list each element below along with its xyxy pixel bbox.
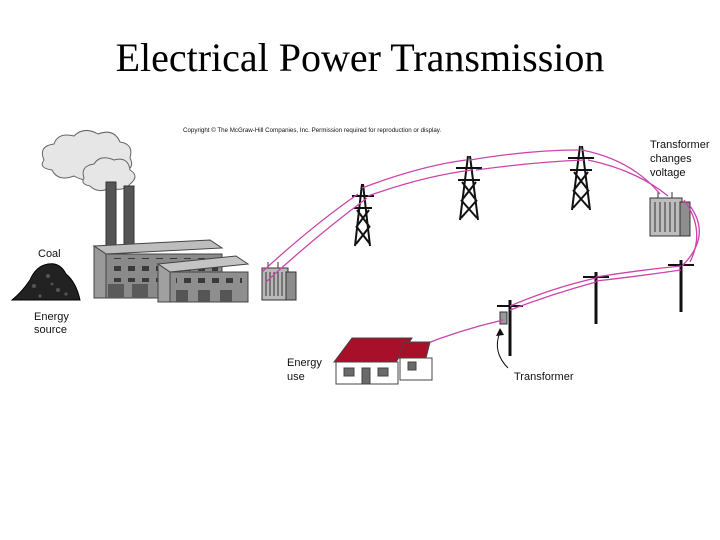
step-down-transformer: [649, 192, 691, 237]
smokestacks: [105, 181, 135, 247]
smoke-clouds: [41, 130, 136, 192]
power-lines: [261, 149, 700, 347]
transmission-tower-2: [456, 155, 482, 221]
transmission-tower-3: [568, 145, 594, 211]
utility-pole-1: [668, 260, 694, 312]
coal-pile: [10, 263, 81, 301]
transmission-tower-1: [352, 183, 374, 247]
leader-arrow: [496, 331, 509, 369]
utility-pole-3: [497, 300, 523, 356]
coal-label: Coal: [38, 248, 61, 260]
copyright-notice: Copyright © The McGraw-Hill Companies, I…: [183, 127, 441, 134]
transformer-bottom-label: Transformer: [514, 371, 574, 383]
coal-pile-texture: [32, 274, 68, 298]
energy-use-label-line1: Energy: [287, 357, 322, 369]
leader-arrowhead: [496, 328, 504, 336]
transformer-top-label-line3: voltage: [650, 167, 685, 179]
transformer-top-label-line1: Transformer: [650, 139, 710, 151]
energy-source-label-line2: source: [34, 324, 67, 336]
energy-use-label-line2: use: [287, 371, 305, 383]
house: [333, 337, 433, 385]
power-plant: [92, 239, 250, 303]
energy-source-label-line1: Energy: [34, 311, 69, 323]
transformer-top-label-line2: changes: [650, 153, 692, 165]
slide-title: Electrical Power Transmission: [115, 35, 605, 80]
